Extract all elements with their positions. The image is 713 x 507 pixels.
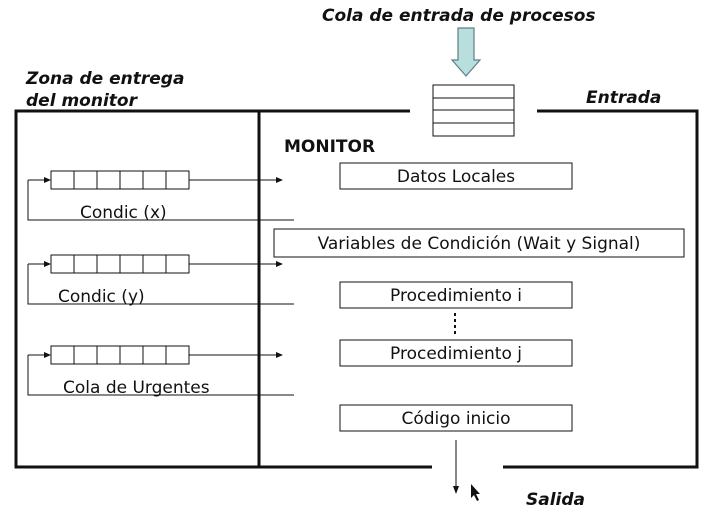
salida-label: Salida <box>526 490 585 507</box>
monitor-outline <box>14 109 699 469</box>
input-arrow-icon <box>450 27 482 77</box>
monitor-box: Datos Locales <box>339 162 573 190</box>
condition-queue: Condic (x) <box>27 170 294 223</box>
monitor-title: MONITOR <box>284 137 375 157</box>
entrada-label: Entrada <box>586 88 661 108</box>
exit-arrow-icon <box>453 440 459 494</box>
condition-queue: Cola de Urgentes <box>27 345 294 398</box>
delivery-zone-label-line2: del monitor <box>26 91 139 111</box>
entry-queue-icon <box>432 84 515 137</box>
input-queue-label: Cola de entrada de procesos <box>322 6 596 26</box>
monitor-box-label: Código inicio <box>401 409 510 429</box>
monitor-box: Variables de Condición (Wait y Signal) <box>273 228 685 258</box>
monitor-box-label: Procedimiento i <box>390 286 522 306</box>
ellipsis-dots <box>454 313 456 334</box>
monitor-box-label: Variables de Condición (Wait y Signal) <box>318 234 641 254</box>
delivery-zone-label-line1: Zona de entrega <box>25 69 184 89</box>
monitor-box: Código inicio <box>339 404 573 432</box>
condition-queue: Condic (y) <box>27 254 294 307</box>
condition-queue-label: Cola de Urgentes <box>63 378 210 398</box>
condition-queue-label: Condic (x) <box>80 203 167 223</box>
mouse-pointer-icon <box>471 484 480 501</box>
monitor-box-label: Datos Locales <box>397 167 515 187</box>
monitor-box-label: Procedimiento j <box>390 344 522 364</box>
condition-queue-label: Condic (y) <box>58 287 145 307</box>
monitor-box: Procedimiento i <box>339 281 573 309</box>
monitor-box: Procedimiento j <box>339 339 573 367</box>
